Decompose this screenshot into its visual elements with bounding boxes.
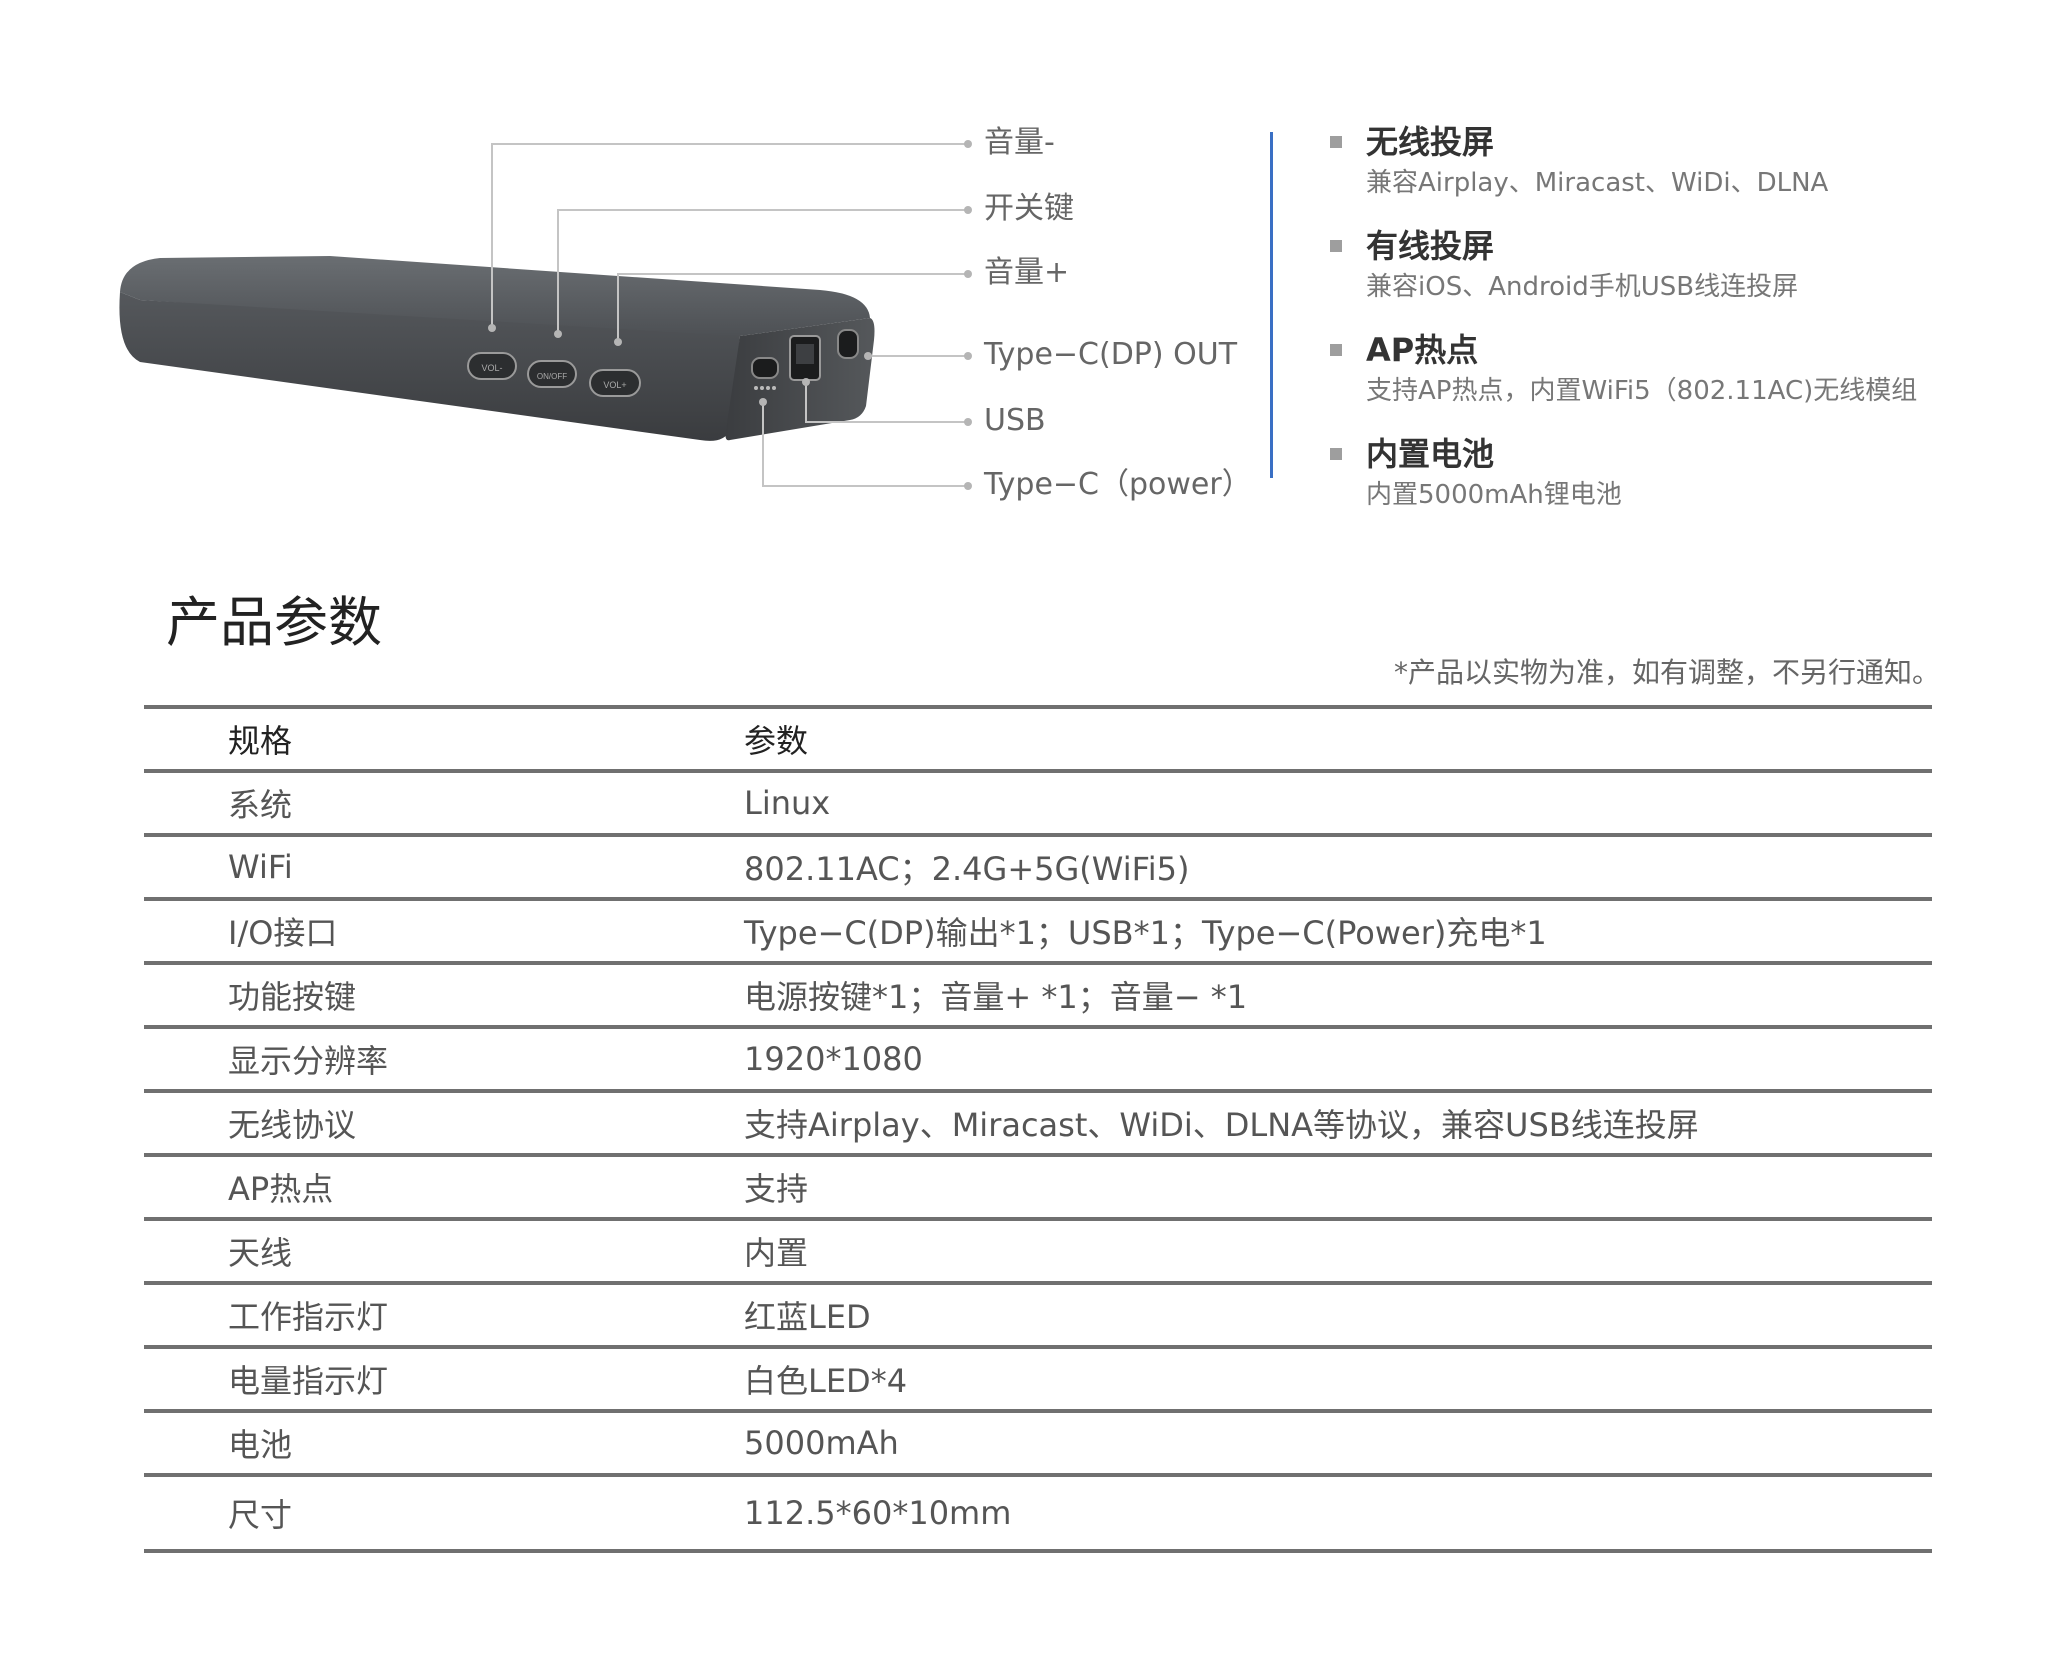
device-button-vol-minus [467,352,517,380]
row-spec: 工作指示灯 [228,1298,389,1336]
square-bullet-icon [1330,448,1342,460]
feature-title: 内置电池 [1366,435,1495,473]
row-spec: 无线协议 [228,1106,357,1144]
row-spec: AP热点 [228,1170,334,1208]
feature-title: AP热点 [1366,331,1479,369]
callout-vol-plus: 音量+ [984,255,1070,290]
row-spec: 功能按键 [228,978,357,1016]
header-spec: 规格 [228,722,293,760]
feature-item: 无线投屏 兼容Airplay、Miracast、WiDi、DLNA [1330,120,2030,202]
row-spec: 显示分辨率 [228,1042,389,1080]
table-row: 显示分辨率 1920*1080 [144,1025,1932,1089]
table-header-row: 规格 参数 [144,705,1932,769]
table-row: I/O接口 Type−C(DP)输出*1；USB*1；Type−C(Power)… [144,897,1932,961]
row-param: Type−C(DP)输出*1；USB*1；Type−C(Power)充电*1 [744,914,1547,952]
callout-lines [491,143,968,487]
table-row: AP热点 支持 [144,1153,1932,1217]
row-spec: 电池 [228,1426,293,1464]
feature-desc: 内置5000mAh锂电池 [1366,480,1622,510]
disclaimer-note: *产品以实物为准，如有调整，不另行通知。 [1393,656,1940,689]
callout-power: 开关键 [984,191,1074,226]
feature-item: 有线投屏 兼容iOS、Android手机USB线连投屏 [1330,224,2030,306]
feature-item: AP热点 支持AP热点，内置WiFi5（802.11AC)无线模组 [1330,328,2030,410]
row-spec: 尺寸 [228,1496,293,1534]
port-typec-dp [837,329,859,359]
row-spec: 系统 [228,786,293,824]
button-label-vol-plus: VOL+ [603,380,626,390]
section-title: 产品参数 [166,591,382,654]
row-param: 1920*1080 [744,1040,923,1078]
row-param: Linux [744,784,831,822]
table-row: 工作指示灯 红蓝LED [144,1281,1932,1345]
callout-usb: USB [984,403,1046,438]
table-row: 系统 Linux [144,769,1932,833]
table-row: 电量指示灯 白色LED*4 [144,1345,1932,1409]
table-row: 天线 内置 [144,1217,1932,1281]
device-button-power [527,360,577,388]
table-row: 尺寸 112.5*60*10mm [144,1473,1932,1553]
row-param: 112.5*60*10mm [744,1494,1012,1532]
feature-desc: 兼容iOS、Android手机USB线连投屏 [1366,272,1799,302]
device-button-vol-plus [589,369,641,397]
row-param: 5000mAh [744,1424,899,1462]
table-row: WiFi 802.11AC；2.4G+5G(WiFi5) [144,833,1932,897]
square-bullet-icon [1330,344,1342,356]
square-bullet-icon [1330,240,1342,252]
port-typec-power [751,357,779,379]
feature-list: 无线投屏 兼容Airplay、Miracast、WiDi、DLNA 有线投屏 兼… [1330,120,2030,536]
row-spec: I/O接口 [228,914,338,952]
feature-desc: 兼容Airplay、Miracast、WiDi、DLNA [1366,168,1829,198]
row-spec: 电量指示灯 [228,1362,389,1400]
row-param: 白色LED*4 [744,1362,908,1400]
square-bullet-icon [1330,136,1342,148]
accent-divider [1270,132,1273,478]
device-diagram: VOL- ON/OFF VOL+ 音量- 开关键 音量+ Type−C(DP) … [0,0,1280,540]
port-usb-inner [796,344,814,364]
feature-title: 无线投屏 [1366,123,1495,161]
row-param: 802.11AC；2.4G+5G(WiFi5) [744,850,1190,888]
feature-desc: 支持AP热点，内置WiFi5（802.11AC)无线模组 [1366,376,1918,406]
button-label-vol-minus: VOL- [481,363,502,373]
row-param: 红蓝LED [744,1298,871,1336]
device-illustration: VOL- ON/OFF VOL+ [119,140,972,490]
callout-vol-minus: 音量- [984,125,1055,160]
row-spec: 天线 [228,1234,293,1272]
row-param: 支持Airplay、Miracast、WiDi、DLNA等协议，兼容USB线连投… [744,1106,1699,1144]
table-row: 电池 5000mAh [144,1409,1932,1473]
row-param: 支持 [744,1170,809,1208]
spec-table: 规格 参数 系统 Linux WiFi 802.11AC；2.4G+5G(WiF… [144,705,1932,1553]
table-row: 功能按键 电源按键*1；音量+ *1；音量− *1 [144,961,1932,1025]
row-param: 电源按键*1；音量+ *1；音量− *1 [744,978,1248,1016]
callout-typec-dp-out: Type−C(DP) OUT [984,337,1238,372]
device-front-side [119,292,740,441]
feature-item: 内置电池 内置5000mAh锂电池 [1330,432,2030,514]
row-param: 内置 [744,1234,809,1272]
button-label-power: ON/OFF [537,372,567,381]
header-param: 参数 [744,722,809,760]
feature-title: 有线投屏 [1366,227,1495,265]
callout-typec-power: Type−C（power） [984,467,1252,502]
row-spec: WiFi [228,848,293,886]
table-row: 无线协议 支持Airplay、Miracast、WiDi、DLNA等协议，兼容U… [144,1089,1932,1153]
callout-dots [488,140,972,490]
device-top-face [120,256,870,340]
